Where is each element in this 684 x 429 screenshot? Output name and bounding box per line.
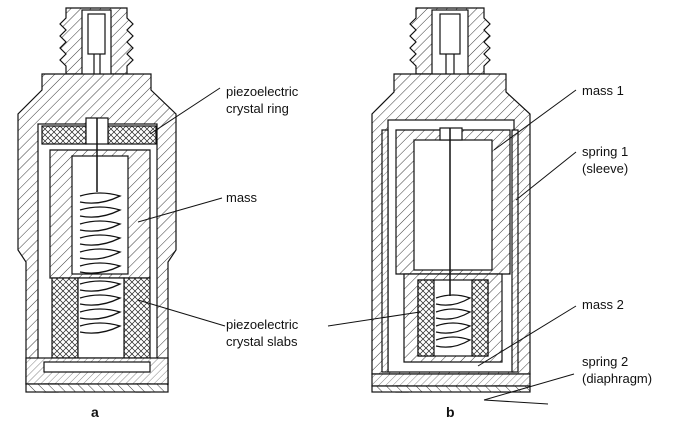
diaphragm-b: [371, 373, 531, 387]
leader-lines-a: [137, 87, 226, 327]
label-mass-1: mass 1: [582, 83, 624, 98]
panel-letter-a: a: [91, 404, 99, 420]
label-crystal-ring: piezoelectric crystal ring: [226, 84, 299, 116]
spring-coil-b: [435, 294, 472, 348]
label-spring-2: spring 2 (diaphragm): [582, 354, 653, 386]
spring1-sleeve-b: [511, 129, 519, 373]
label-mass: mass: [226, 190, 258, 205]
crystal-ring-a: [41, 125, 87, 145]
crystal-slabs-a: [51, 277, 79, 359]
label-crystal-slabs: piezoelectric crystal slabs: [226, 317, 299, 349]
spring-coil-a: [79, 192, 122, 334]
leader-lines-b: [327, 89, 577, 405]
label-spring-1: spring 1 (sleeve): [582, 144, 629, 176]
sensor-a: [17, 7, 177, 393]
label-mass-2: mass 2: [582, 297, 624, 312]
panel-letter-b: b: [446, 404, 455, 420]
sensor-b: [371, 7, 531, 393]
